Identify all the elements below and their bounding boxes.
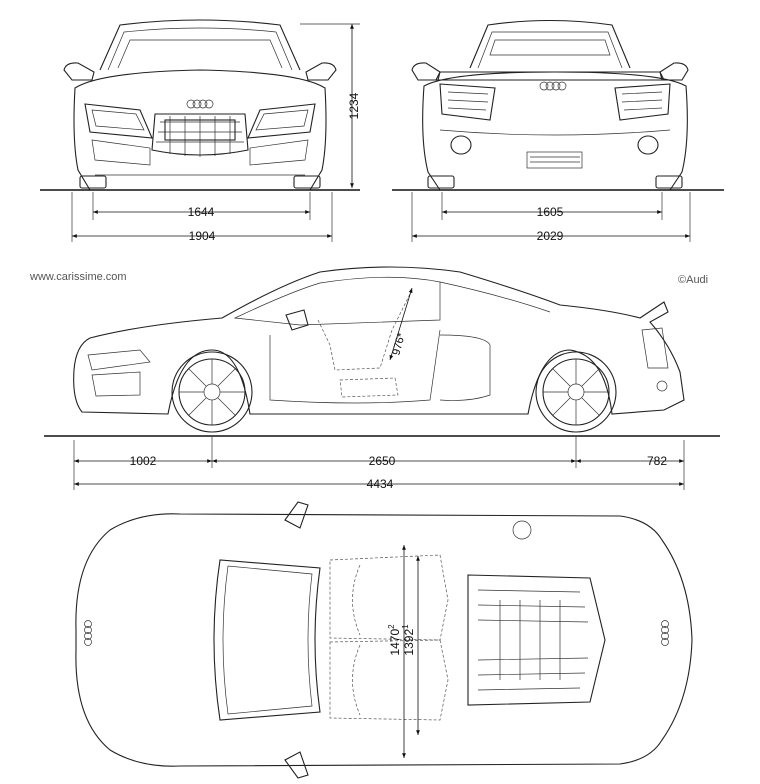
rear-width-label: 2029 xyxy=(537,229,564,243)
front-height-label: 1234 xyxy=(347,92,361,119)
top-width-1-value: 1470 xyxy=(388,629,402,656)
front-track-label: 1644 xyxy=(188,205,215,219)
svg-text:13921: 13921 xyxy=(401,624,416,656)
rear-overhang-label: 782 xyxy=(647,454,667,468)
audi-rings-logo xyxy=(186,99,214,109)
audi-rings-logo-rear xyxy=(539,81,567,91)
top-width-1-label: 14702 xyxy=(387,624,402,656)
side-view: 976* 1002 2650 78 xyxy=(44,266,720,491)
site-credit: www.carissime.com xyxy=(29,271,127,283)
top-width-2-value: 1392 xyxy=(402,629,416,656)
rear-track-label: 1605 xyxy=(537,205,564,219)
svg-text:14702: 14702 xyxy=(387,624,402,656)
front-overhang-label: 1002 xyxy=(130,454,157,468)
overall-length-label: 4434 xyxy=(367,477,394,491)
rear-view: 1605 2029 xyxy=(392,19,724,243)
front-view: 1234 1644 1904 xyxy=(40,19,361,243)
front-width-label: 1904 xyxy=(189,229,216,243)
wheelbase-label: 2650 xyxy=(369,454,396,468)
top-width-2-label: 13921 xyxy=(401,624,416,656)
audi-rings-logo-top-front xyxy=(84,620,92,646)
rear-wheel xyxy=(535,351,617,433)
brand-credit: ©Audi xyxy=(678,274,708,286)
front-wheel xyxy=(171,351,253,433)
top-width-2-note: 1 xyxy=(401,624,410,629)
top-view: 14702 13921 xyxy=(75,501,693,779)
top-width-1-note: 2 xyxy=(387,624,396,629)
seat-height-label: 976* xyxy=(390,331,408,357)
audi-rings-logo-top-rear xyxy=(661,620,669,646)
